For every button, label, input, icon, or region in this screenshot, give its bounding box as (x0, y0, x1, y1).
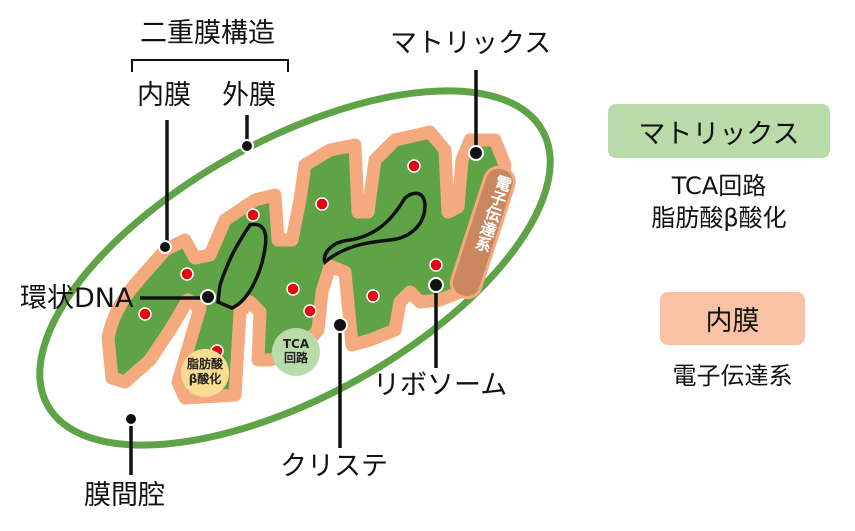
label-cristae: クリステ (280, 451, 388, 482)
label-inner-membrane: 内膜 (137, 80, 191, 111)
label-outer-membrane: 外膜 (222, 80, 276, 111)
pointer-lines (124, 59, 484, 475)
legend-matrix-desc-1: TCA回路 (671, 172, 767, 200)
label-intermembrane-space: 膜間腔 (84, 480, 165, 511)
label-ribosome: リボソーム (373, 370, 508, 401)
beta-oxidation-circle (181, 349, 229, 397)
tca-circle (272, 328, 320, 376)
tca-line-1: TCA (282, 337, 310, 351)
beta-circle-label: 脂肪酸 β酸化 (177, 357, 233, 387)
label-matrix: マトリックス (390, 28, 552, 59)
ribosomes (138, 159, 443, 358)
legend-matrix-box: マトリックス (608, 104, 830, 158)
legend-inner-desc: 電子伝達系 (672, 362, 793, 390)
legend-matrix-desc-2: 脂肪酸β酸化 (651, 204, 787, 233)
label-circular-dna: 環状DNA (20, 283, 134, 314)
beta-line-1: 脂肪酸 (186, 357, 223, 371)
tca-circle-label: TCA 回路 (272, 337, 320, 366)
legend-inner-box: 内膜 (660, 292, 805, 345)
legend-matrix-desc: TCA回路 脂肪酸β酸化 (608, 170, 830, 235)
tca-line-2: 回路 (283, 351, 308, 366)
label-double-membrane: 二重膜構造 (140, 18, 275, 49)
circular-dna (216, 191, 427, 310)
electron-transport-bar (449, 165, 516, 300)
beta-line-2: β酸化 (188, 372, 222, 386)
